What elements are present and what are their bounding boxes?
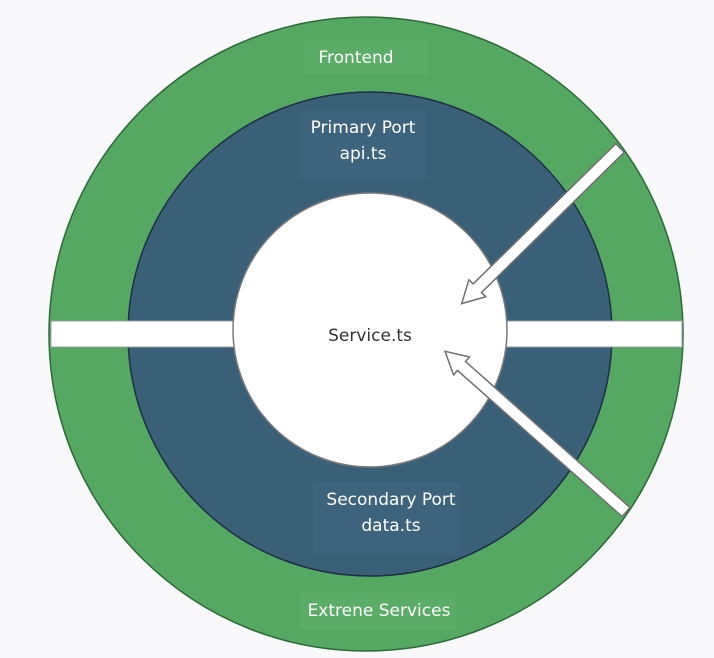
primary-port-title: Primary Port xyxy=(311,118,416,138)
external-services-label: Extrene Services xyxy=(308,601,451,621)
frontend-label-backdrop xyxy=(304,40,428,74)
frontend-label: Frontend xyxy=(318,48,393,68)
secondary-port-label-backdrop xyxy=(313,482,460,554)
core-label: Service.ts xyxy=(328,326,412,346)
right-band xyxy=(499,320,683,348)
core-circle xyxy=(232,192,508,468)
secondary-port-title: Secondary Port xyxy=(326,490,455,510)
secondary-port-file: data.ts xyxy=(361,516,420,536)
primary-port-file: api.ts xyxy=(340,144,387,164)
arrow-outbound-secondary-icon xyxy=(443,350,632,518)
primary-port-label-backdrop xyxy=(300,110,426,180)
external-services-label-backdrop xyxy=(300,592,456,630)
left-band xyxy=(50,320,240,348)
arrow-inbound-primary-icon xyxy=(460,142,626,305)
